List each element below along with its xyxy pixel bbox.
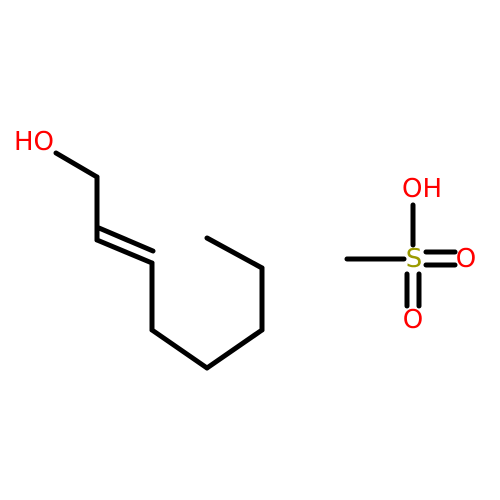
octenol-molecule: HO: [14, 127, 265, 371]
methanesulfonic-acid-molecule: OH S O O: [344, 174, 476, 335]
sulfur-atom: S: [406, 244, 423, 274]
hydroxyl-label: HO: [14, 127, 54, 157]
bond-o-c1: [53, 150, 100, 180]
bond-c2-c3-double-b: [96, 225, 156, 254]
oxygen-bottom-label: O: [403, 305, 423, 335]
hydroxyl-atom: HO: [14, 127, 54, 157]
bond-c7-c8: [204, 235, 265, 271]
bond-c5-c6: [204, 327, 265, 371]
sulfur-label: S: [406, 244, 423, 274]
oxygen-right-atom: O: [456, 244, 476, 274]
sulfonic-hydroxyl-label: OH: [402, 174, 442, 204]
oxygen-bottom-atom: O: [403, 305, 423, 335]
bond-c4-c5: [149, 327, 210, 371]
sulfonic-hydroxyl-atom: OH: [402, 174, 442, 204]
bond-c2-c3-double-a: [94, 237, 155, 266]
oxygen-right-label: O: [456, 244, 476, 274]
